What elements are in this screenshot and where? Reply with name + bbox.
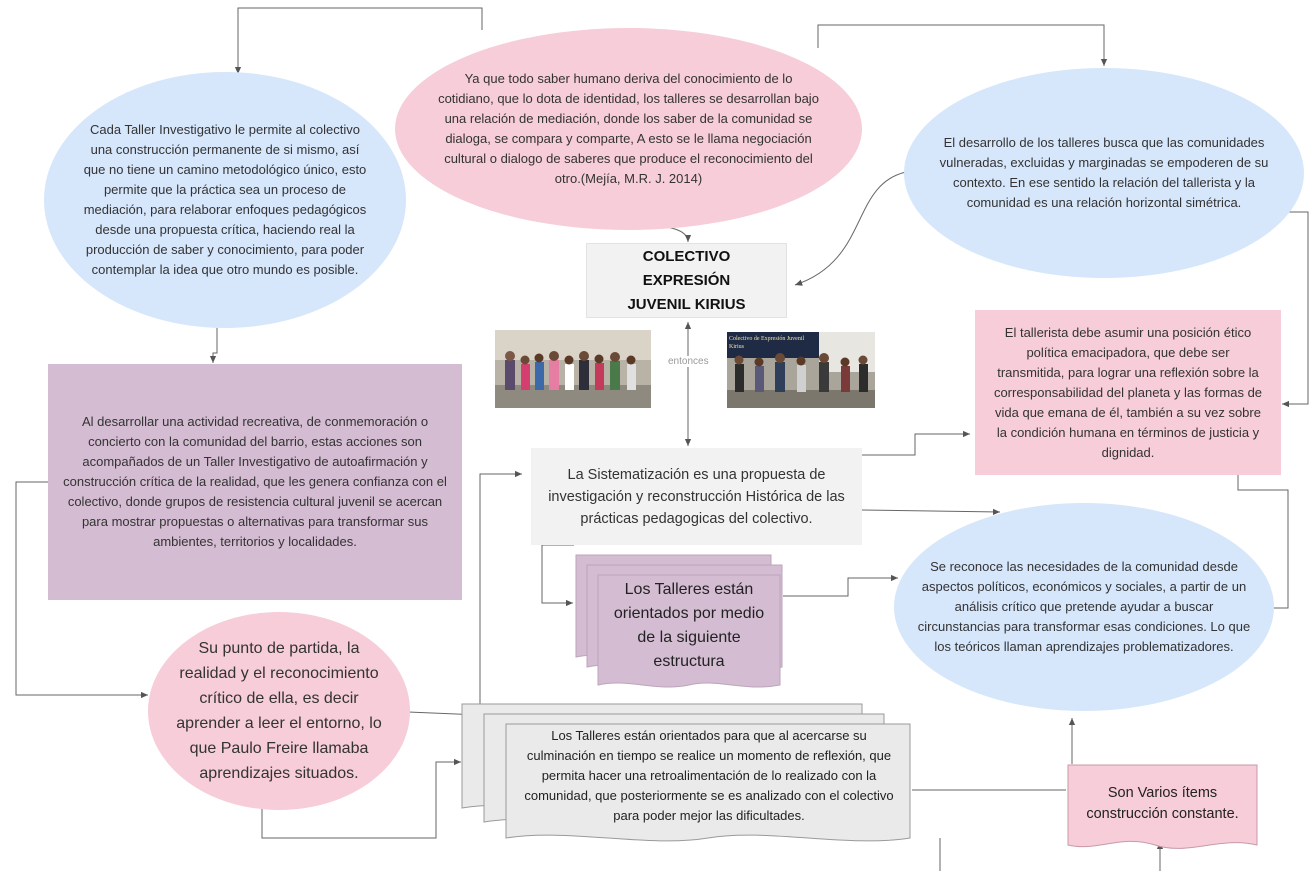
top-left-ellipse: Cada Taller Investigativo le permite al … — [44, 72, 406, 328]
connector — [15, 481, 148, 699]
purple-doc-text: Los Talleres están orientados por medio … — [613, 581, 765, 670]
doc-sheet — [597, 574, 781, 688]
connector — [407, 470, 522, 716]
bottom-gray-doc-text: Los Talleres están orientados para que a… — [524, 728, 894, 823]
connector — [817, 24, 1108, 66]
top-right-text: El desarrollo de los talleres busca que … — [939, 135, 1269, 210]
title-line-2: EXPRESIÓN — [642, 271, 731, 289]
right-blue-text: Se reconoce las necesidades de la comuni… — [917, 559, 1251, 654]
bottom-left-text: Su punto de partida, la realidad y el re… — [176, 640, 382, 782]
top-left-text: Cada Taller Investigativo le permite al … — [83, 122, 367, 277]
group-photo-1 — [495, 330, 651, 408]
connector — [234, 7, 483, 74]
top-center-text: Ya que todo saber humano deriva del cono… — [438, 71, 819, 186]
right-blue-ellipse: Se reconoce las necesidades de la comuni… — [894, 503, 1274, 711]
purple-doc-box: Los Talleres están orientados por medio … — [603, 578, 775, 674]
title-box: COLECTIVO EXPRESIÓN JUVENIL KIRIUS — [586, 243, 787, 318]
connector — [861, 508, 1001, 516]
group-photo-2: Colectivo de Expresión Juvenil Kirius — [727, 332, 875, 408]
bottom-gray-doc-box: Los Talleres están orientados para que a… — [512, 726, 906, 826]
connector — [783, 574, 898, 597]
connector — [1275, 211, 1309, 408]
connector-label-entonces: entonces — [666, 356, 711, 367]
gray-doc-stack — [461, 703, 911, 842]
doc-sheet — [505, 723, 911, 842]
center-gray-text: La Sistematización es una propuesta de i… — [548, 466, 845, 527]
center-gray-box: La Sistematización es una propuesta de i… — [531, 448, 862, 545]
purple-doc-stack — [575, 554, 783, 688]
bottom-right-box: Son Varios ítems construcción constante. — [1068, 768, 1257, 840]
connector — [862, 430, 970, 456]
connector — [261, 758, 461, 839]
middle-left-text: Al desarrollar una actividad recreativa,… — [63, 414, 447, 549]
connector — [794, 171, 907, 286]
middle-left-box: Al desarrollar una actividad recreativa,… — [48, 364, 462, 600]
top-center-ellipse: Ya que todo saber humano deriva del cono… — [395, 28, 862, 230]
bottom-left-ellipse: Su punto de partida, la realidad y el re… — [148, 612, 410, 810]
right-pink-text: El tallerista debe asumir una posición é… — [993, 324, 1263, 460]
bottom-right-doc-shape — [1067, 764, 1258, 849]
photo-2-caption: Colectivo de Expresión Juvenil Kirius — [729, 336, 805, 350]
right-pink-box: El tallerista debe asumir una posición é… — [975, 310, 1281, 475]
title-line-3: JUVENIL KIRIUS — [627, 295, 746, 313]
connector — [209, 328, 218, 363]
title-line-1: COLECTIVO — [642, 247, 731, 265]
connector — [1237, 475, 1289, 612]
top-right-ellipse: El desarrollo de los talleres busca que … — [904, 68, 1304, 278]
bottom-right-text: Son Varios ítems construcción constante. — [1086, 785, 1239, 822]
connector — [541, 544, 574, 607]
